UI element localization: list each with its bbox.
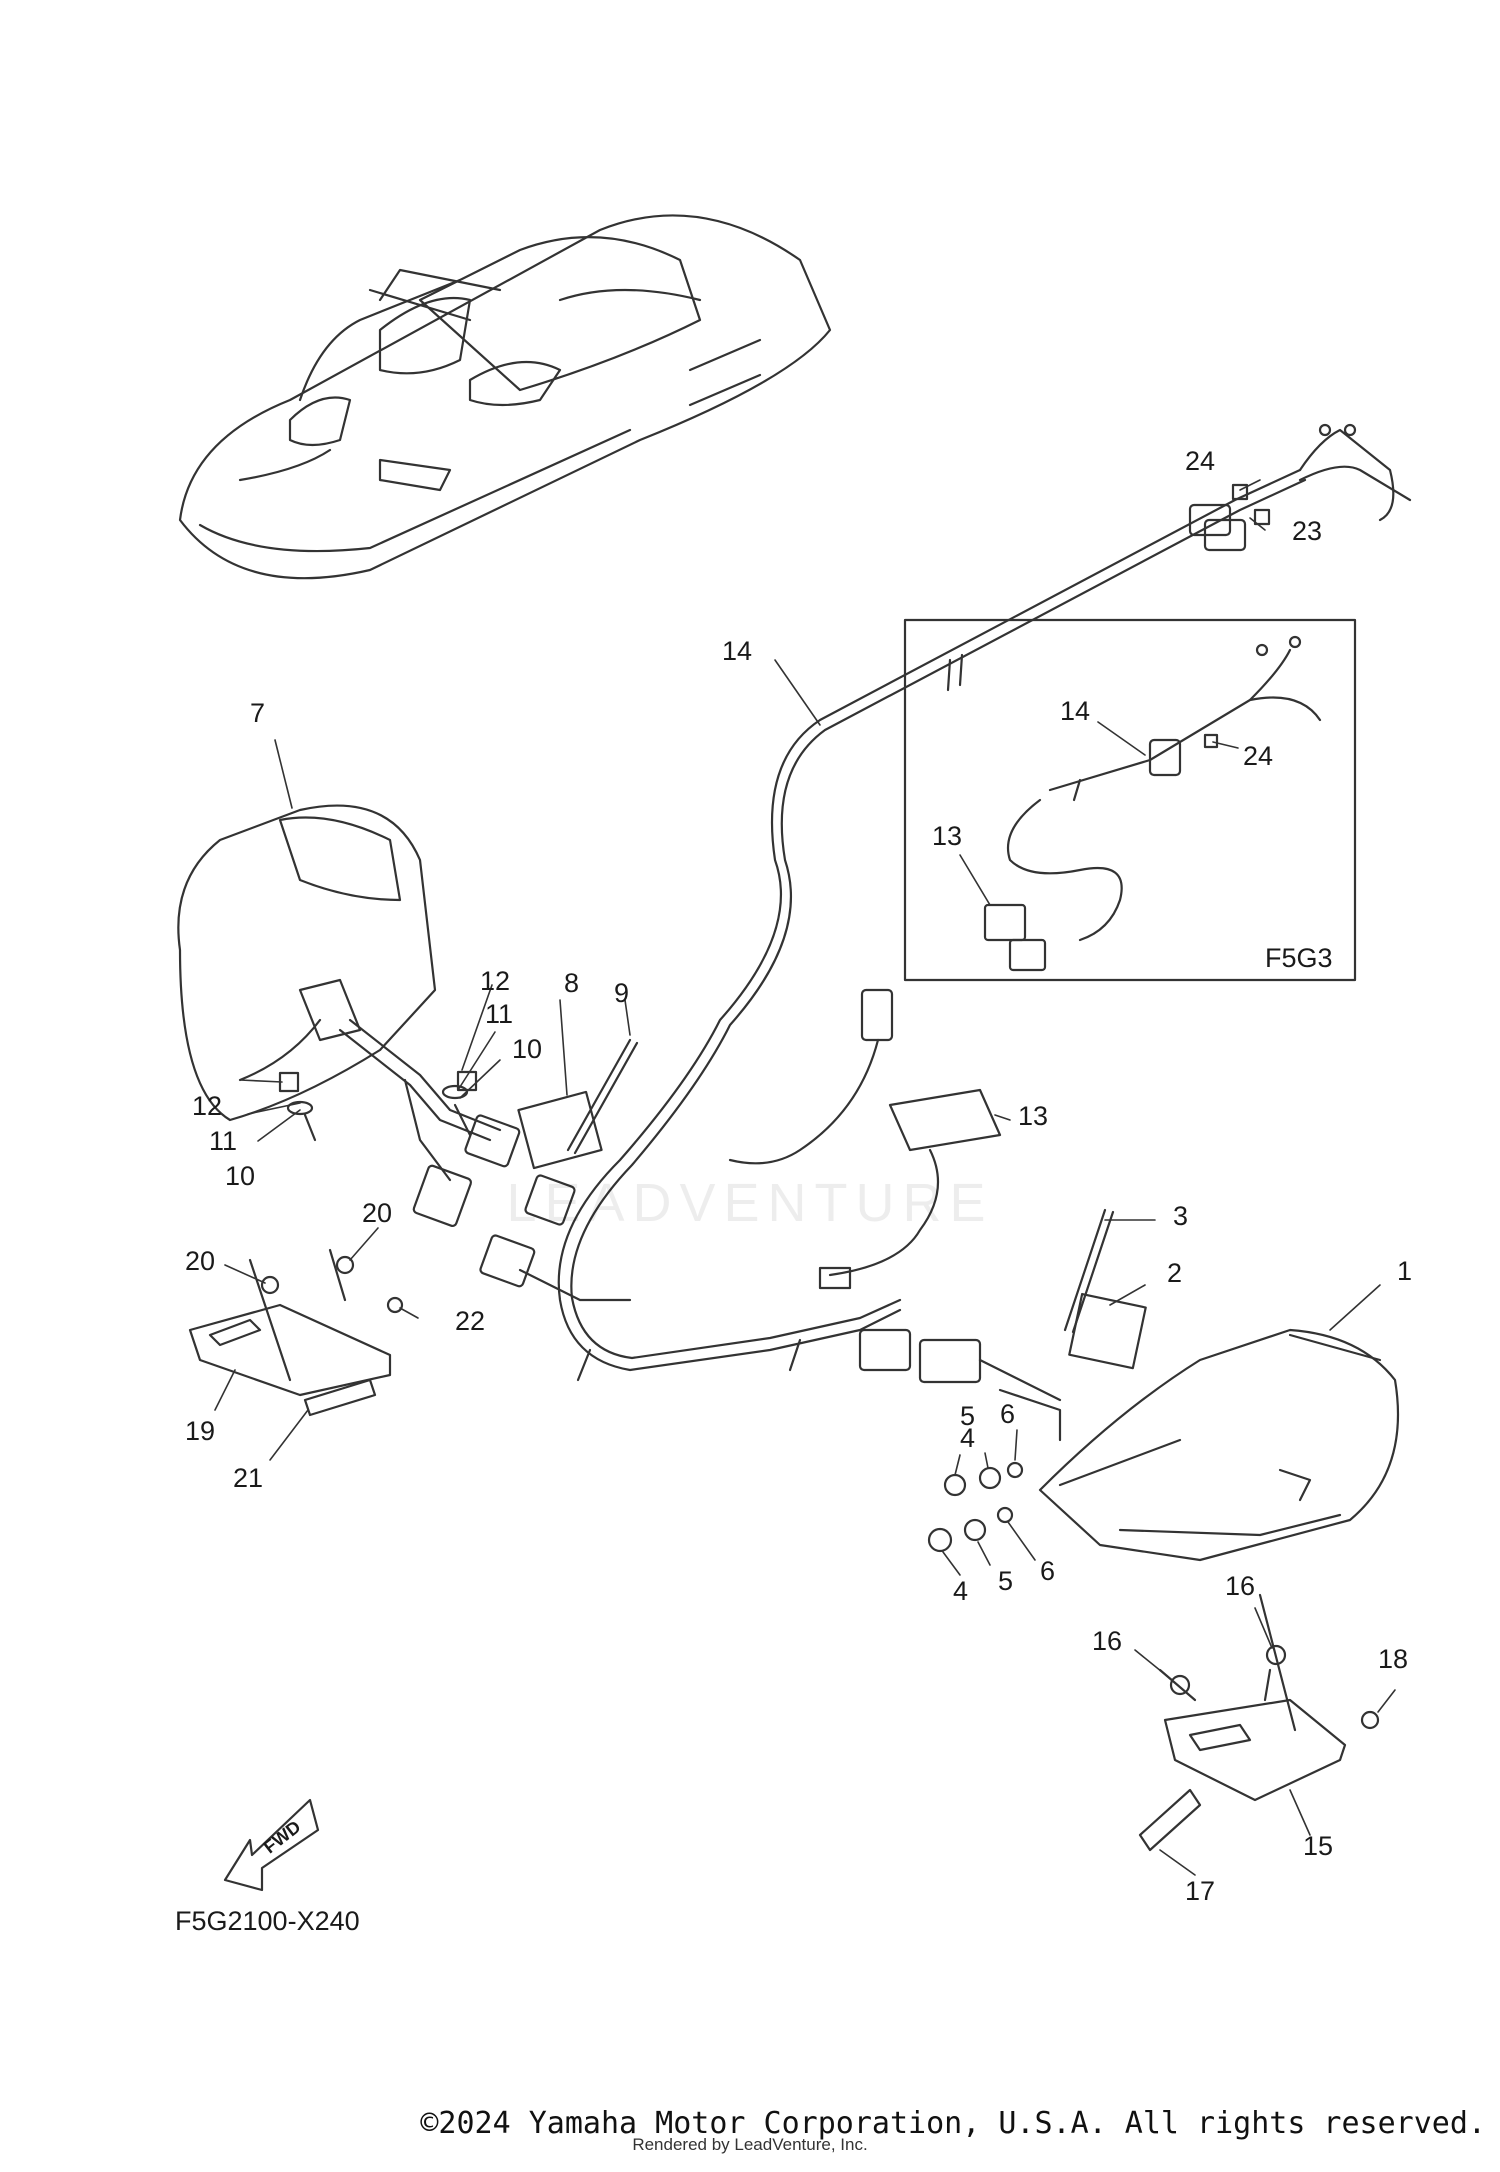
fwd-arrow-icon <box>223 1798 320 1892</box>
part-9 <box>566 1038 632 1152</box>
callout-labels: 1 2 3 4 4 5 5 6 6 7 8 9 10 10 11 11 12 1… <box>175 446 1412 1936</box>
copyright-notice: ©2024 Yamaha Motor Corporation, U.S.A. A… <box>420 2106 1486 2141</box>
callout-5a: 5 <box>960 1401 975 1431</box>
inset-frame <box>903 618 1357 982</box>
bolt-20 <box>260 1275 280 1295</box>
callout-14b: 14 <box>1060 696 1090 726</box>
bolt-18 <box>1360 1710 1380 1730</box>
callout-10b: 10 <box>225 1161 255 1191</box>
callout-21: 21 <box>233 1463 263 1493</box>
callout-12a: 12 <box>480 966 510 996</box>
callout-13a: 13 <box>932 821 962 851</box>
callout-15: 15 <box>1303 1831 1333 1861</box>
part-3 <box>1063 1208 1107 1332</box>
callout-6a: 6 <box>1000 1399 1015 1429</box>
leader-lines <box>214 479 1396 1876</box>
watercraft-illustration <box>178 214 832 580</box>
callout-13b: 13 <box>1018 1101 1048 1131</box>
callout-7: 7 <box>250 698 265 728</box>
callout-4a: 4 <box>960 1423 975 1453</box>
callout-20a: 20 <box>185 1246 215 1276</box>
part-2 <box>1068 1292 1147 1370</box>
bolt-22 <box>386 1296 404 1314</box>
part-7-housing <box>177 804 437 1122</box>
callout-1: 1 <box>1397 1256 1412 1286</box>
cable-7 <box>338 1018 632 1302</box>
inset-code: F5G3 <box>1265 943 1333 973</box>
connector-23-24 <box>1188 423 1412 552</box>
callout-16a: 16 <box>1092 1626 1122 1656</box>
drawing-code: F5G2100-X240 <box>175 1906 360 1936</box>
callout-16b: 16 <box>1225 1571 1255 1601</box>
bracket-15-17 <box>1138 1593 1347 1852</box>
callout-24b: 24 <box>1243 741 1273 771</box>
callout-18: 18 <box>1378 1644 1408 1674</box>
watermark: LEADVENTURE <box>506 1173 994 1233</box>
callout-14a: 14 <box>722 636 752 666</box>
callout-11b: 11 <box>209 1126 237 1156</box>
harness-14 <box>557 468 1307 1382</box>
part-1-lens <box>858 1328 1400 1562</box>
rendered-by-notice: Rendered by LeadVenture, Inc. <box>632 2135 868 2154</box>
callout-24a: 24 <box>1185 446 1215 476</box>
callout-17: 17 <box>1185 1876 1215 1906</box>
callout-20b: 20 <box>362 1198 392 1228</box>
callout-11a: 11 <box>485 999 513 1029</box>
callout-12b: 12 <box>192 1091 222 1121</box>
bolt-20b <box>335 1255 355 1275</box>
callout-2: 2 <box>1167 1258 1182 1288</box>
part-13-module <box>728 988 1002 1290</box>
callout-10a: 10 <box>512 1034 542 1064</box>
bracket-19-21 <box>188 1248 392 1417</box>
callout-8: 8 <box>564 968 579 998</box>
callout-6b: 6 <box>1040 1556 1055 1586</box>
callout-23: 23 <box>1292 516 1322 546</box>
inset-harness <box>983 635 1322 972</box>
fasteners-4-6 <box>927 1461 1024 1553</box>
bolt-16b <box>1265 1644 1287 1666</box>
fwd-label: FWD <box>260 1816 305 1857</box>
callout-3: 3 <box>1173 1201 1188 1231</box>
bolt-16 <box>1169 1674 1191 1696</box>
callout-19: 19 <box>185 1416 215 1446</box>
callout-9: 9 <box>614 978 629 1008</box>
callout-5b: 5 <box>998 1566 1013 1596</box>
callout-22: 22 <box>455 1306 485 1336</box>
callout-4b: 4 <box>953 1576 968 1606</box>
